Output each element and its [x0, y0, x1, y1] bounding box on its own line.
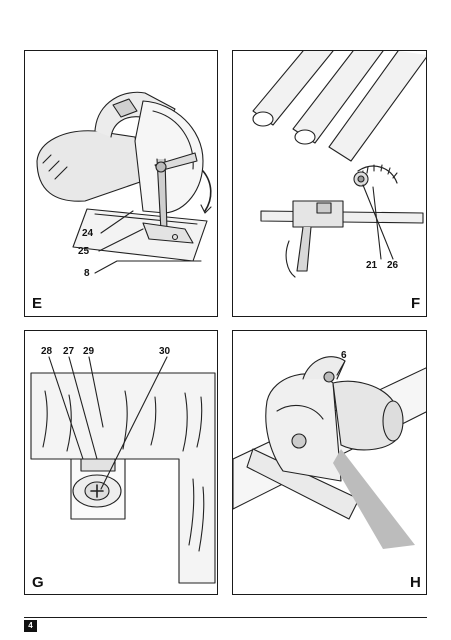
figure-panel-e: 24 25 8 E — [24, 50, 218, 317]
callout-24: 24 — [82, 228, 94, 239]
callout-8: 8 — [84, 268, 90, 279]
page-number: 4 — [24, 620, 37, 632]
figure-letter-g: G — [32, 574, 44, 591]
footer-rule — [24, 617, 427, 618]
bevel-adjustment-illustration — [252, 51, 426, 278]
figure-panel-h: 6 H — [232, 330, 427, 595]
saw-cutting-illustration — [233, 356, 426, 549]
figure-letter-f: F — [411, 295, 421, 312]
callout-6: 6 — [341, 350, 347, 361]
callout-28: 28 — [41, 346, 53, 357]
figure-panel-f: 21 26 F — [232, 50, 427, 317]
callout-30: 30 — [159, 346, 171, 357]
figure-letter-e: E — [32, 295, 43, 312]
saw-depth-adjustment-illustration — [36, 91, 212, 274]
callout-25: 25 — [78, 246, 90, 257]
callout-21: 21 — [366, 260, 378, 271]
callout-29: 29 — [83, 346, 95, 357]
callout-27: 27 — [63, 346, 75, 357]
cutting-line-indicator-illustration — [30, 356, 216, 584]
figure-panel-g: 28 27 29 30 G — [24, 330, 218, 595]
figure-letter-h: H — [410, 574, 421, 591]
callout-26: 26 — [387, 260, 399, 271]
